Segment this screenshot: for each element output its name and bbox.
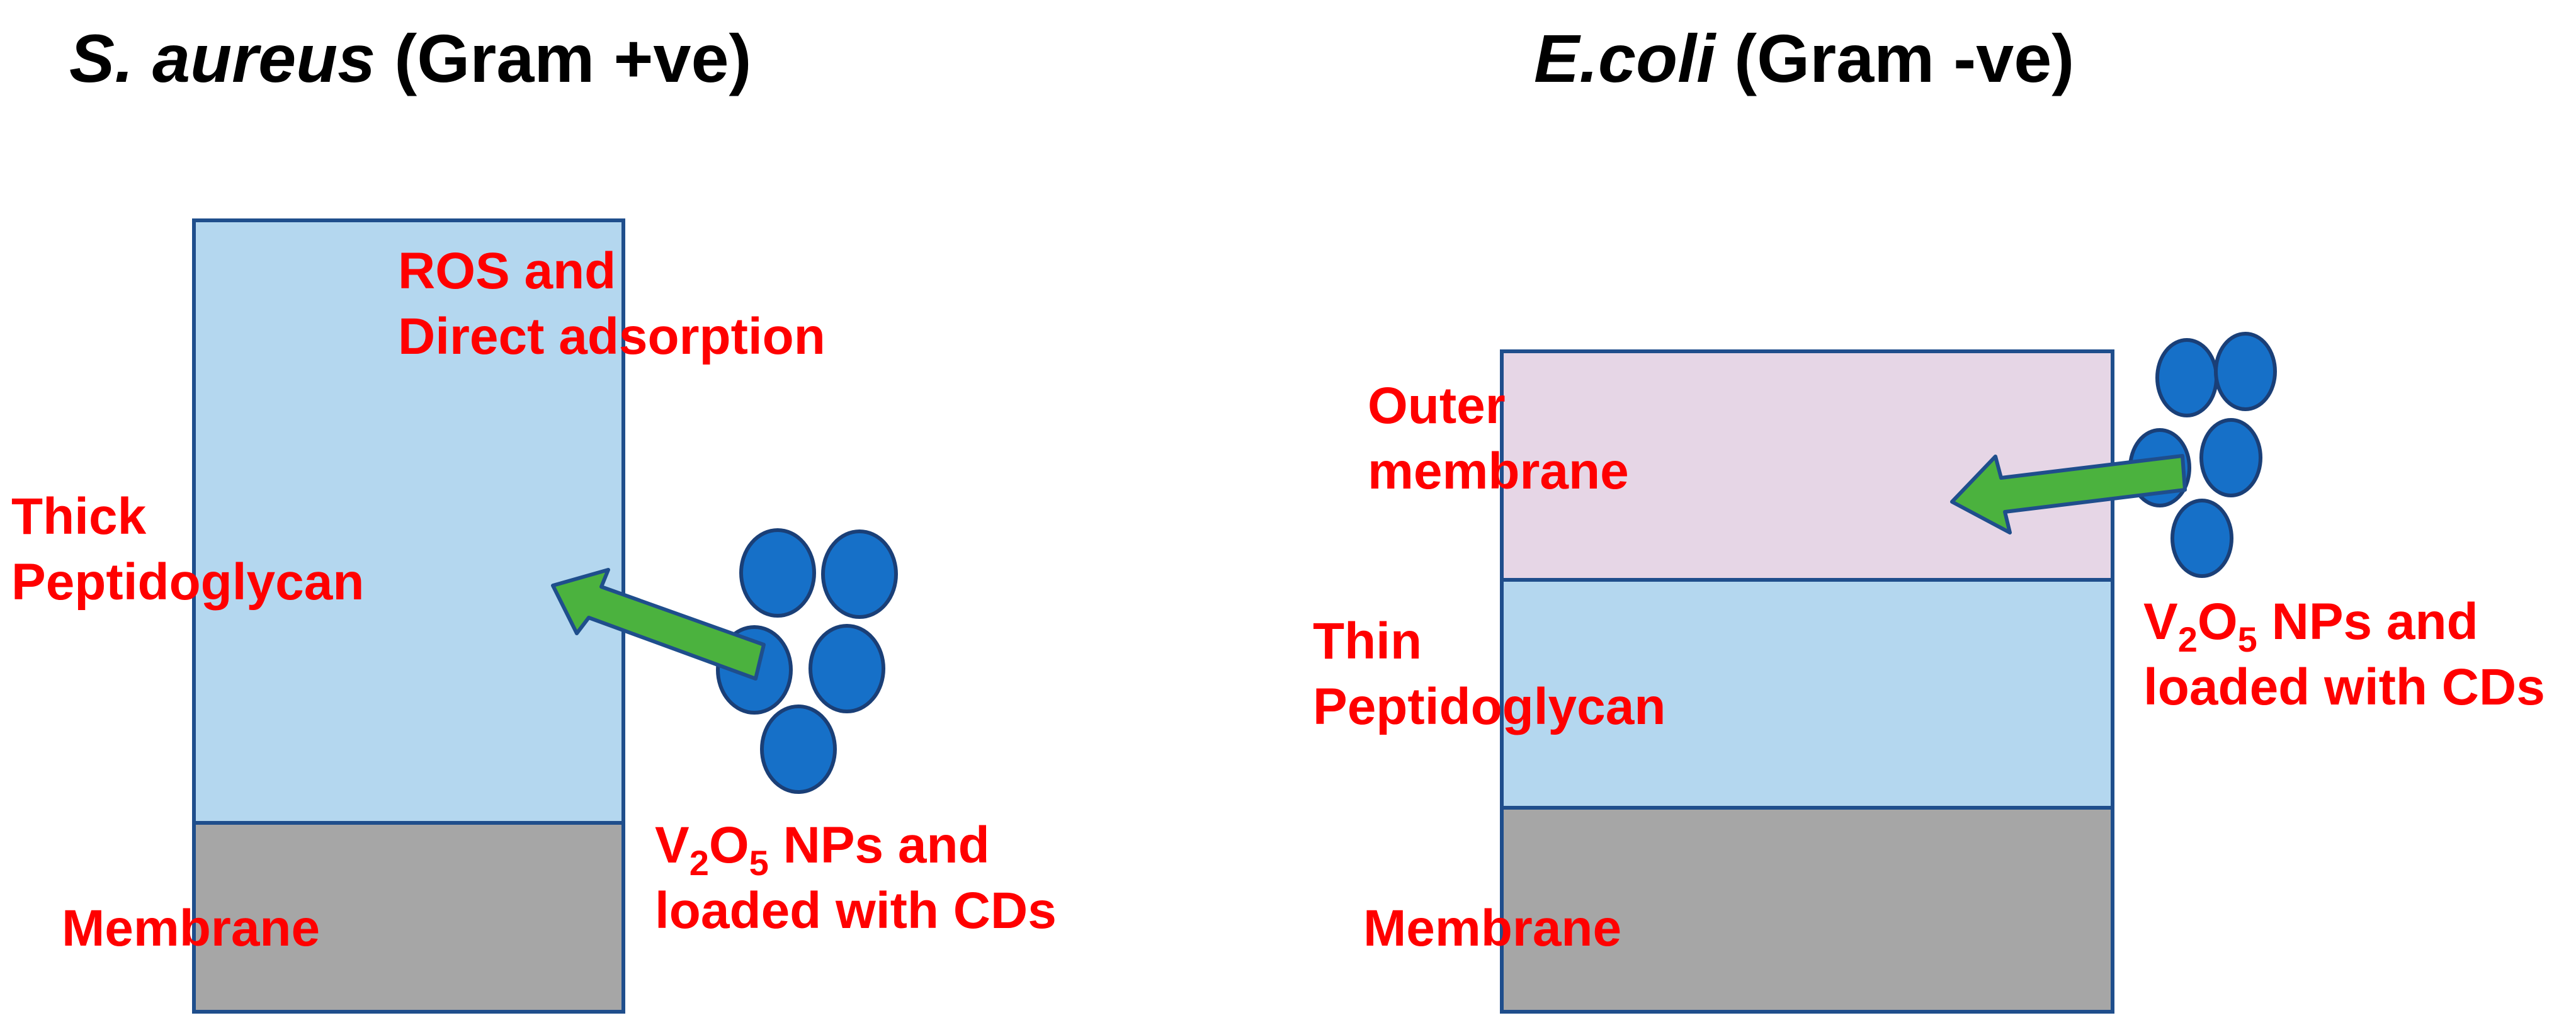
nanoparticle bbox=[2170, 499, 2233, 578]
left-membrane-layer bbox=[192, 821, 625, 1014]
right-panel: E.coli (Gram -ve) Outer membrane Thin Pe… bbox=[1313, 20, 2545, 1014]
right-outer-membrane-label: Outer membrane bbox=[1368, 377, 1629, 500]
left-nanoparticle-label: V2O5 NPs and loaded with CDs bbox=[655, 817, 1057, 939]
right-nanoparticle-label: V2O5 NPs and loaded with CDs bbox=[2143, 593, 2545, 716]
right-title: E.coli (Gram -ve) bbox=[1534, 20, 2074, 96]
left-peptidoglycan-label: Thick Peptidoglycan bbox=[11, 488, 364, 611]
nanoparticle bbox=[821, 529, 898, 619]
left-nanoparticle-cluster bbox=[716, 528, 898, 794]
nanoparticle bbox=[760, 705, 837, 794]
left-thick-peptidoglycan-layer bbox=[192, 218, 625, 825]
right-title-organism: E.coli bbox=[1534, 20, 1716, 96]
nanoparticle bbox=[2214, 332, 2277, 411]
left-attack-arrow-shape bbox=[551, 568, 766, 681]
left-title: S. aureus (Gram +ve) bbox=[69, 20, 752, 96]
nanoparticle bbox=[809, 624, 885, 713]
left-panel: S. aureus (Gram +ve) ROS and Direct adso… bbox=[11, 20, 1057, 1014]
right-attack-arrow bbox=[1950, 454, 2187, 535]
right-thin-peptidoglycan-layer bbox=[1500, 578, 2114, 810]
left-membrane-label: Membrane bbox=[62, 900, 320, 957]
right-outer-membrane-layer bbox=[1500, 349, 2114, 582]
right-nanoparticle-cluster bbox=[2128, 332, 2277, 578]
right-membrane-label: Membrane bbox=[1363, 900, 1621, 957]
right-title-gram: (Gram -ve) bbox=[1715, 20, 2074, 96]
right-peptidoglycan-label: Thin Peptidoglycan bbox=[1313, 613, 1665, 735]
nanoparticle bbox=[739, 528, 816, 618]
nanoparticle bbox=[2199, 418, 2262, 497]
right-membrane-layer bbox=[1500, 806, 2114, 1014]
left-title-organism: S. aureus bbox=[69, 20, 375, 96]
left-mechanism-label: ROS and Direct adsorption bbox=[398, 242, 826, 365]
left-title-gram: (Gram +ve) bbox=[375, 20, 751, 96]
nanoparticle bbox=[2155, 338, 2218, 417]
